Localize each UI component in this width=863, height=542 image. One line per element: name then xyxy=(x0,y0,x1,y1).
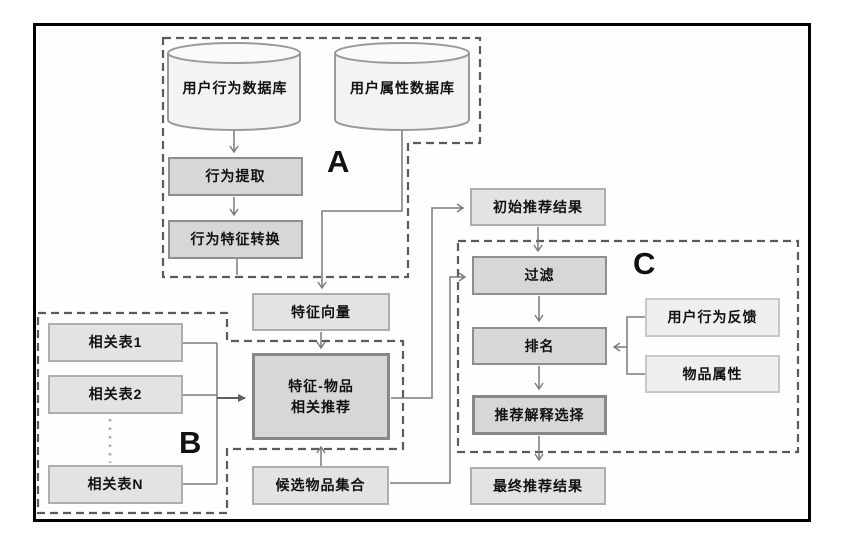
node-feature-item-recommendation: 特征-物品 相关推荐 xyxy=(252,353,390,440)
edge-candidate-set-to-filter xyxy=(390,272,467,484)
node-behavior-feature-conversion: 行为特征转换 xyxy=(168,220,303,259)
edge-feedback-attribute-bus xyxy=(626,316,645,375)
edge-feature-item-rec-to-initial-result xyxy=(391,203,465,399)
node-candidate-item-set: 候选物品集合 xyxy=(252,466,389,505)
node-recommendation-explanation-selection: 推荐解释选择 xyxy=(472,395,607,435)
database-cylinder-user-attribute-icon xyxy=(334,42,470,131)
edge-attributedb-to-feature-vector xyxy=(317,131,403,290)
region-b-label: B xyxy=(179,425,202,460)
node-final-recommendation-result: 最终推荐结果 xyxy=(470,467,606,505)
feature-item-rec-line1: 特征-物品 xyxy=(288,377,354,394)
db-user-behavior-label: 用户行为数据库 xyxy=(182,80,288,96)
region-a-outline xyxy=(161,36,482,279)
node-item-attribute: 物品属性 xyxy=(645,355,780,393)
region-b-outline xyxy=(36,311,405,515)
node-user-behavior-feedback: 用户行为反馈 xyxy=(645,298,780,337)
node-ranking: 排名 xyxy=(472,327,607,365)
feature-item-rec-line2: 相关推荐 xyxy=(291,398,351,415)
node-filter: 过滤 xyxy=(472,256,607,295)
node-initial-recommendation-result: 初始推荐结果 xyxy=(470,188,606,226)
db-user-attribute-label: 用户属性数据库 xyxy=(350,80,455,96)
node-related-table-n: 相关表N xyxy=(48,465,183,504)
node-feature-vector: 特征向量 xyxy=(252,293,390,331)
node-behavior-extraction: 行为提取 xyxy=(168,157,303,196)
region-c-label: C xyxy=(633,246,656,281)
database-cylinder-user-behavior-icon xyxy=(167,42,301,131)
node-related-table-2: 相关表2 xyxy=(48,375,183,414)
node-related-table-1: 相关表1 xyxy=(48,323,183,362)
edge-related-tables-bus xyxy=(183,342,218,485)
region-c-outline xyxy=(456,239,800,454)
region-a-label: A xyxy=(327,144,350,179)
